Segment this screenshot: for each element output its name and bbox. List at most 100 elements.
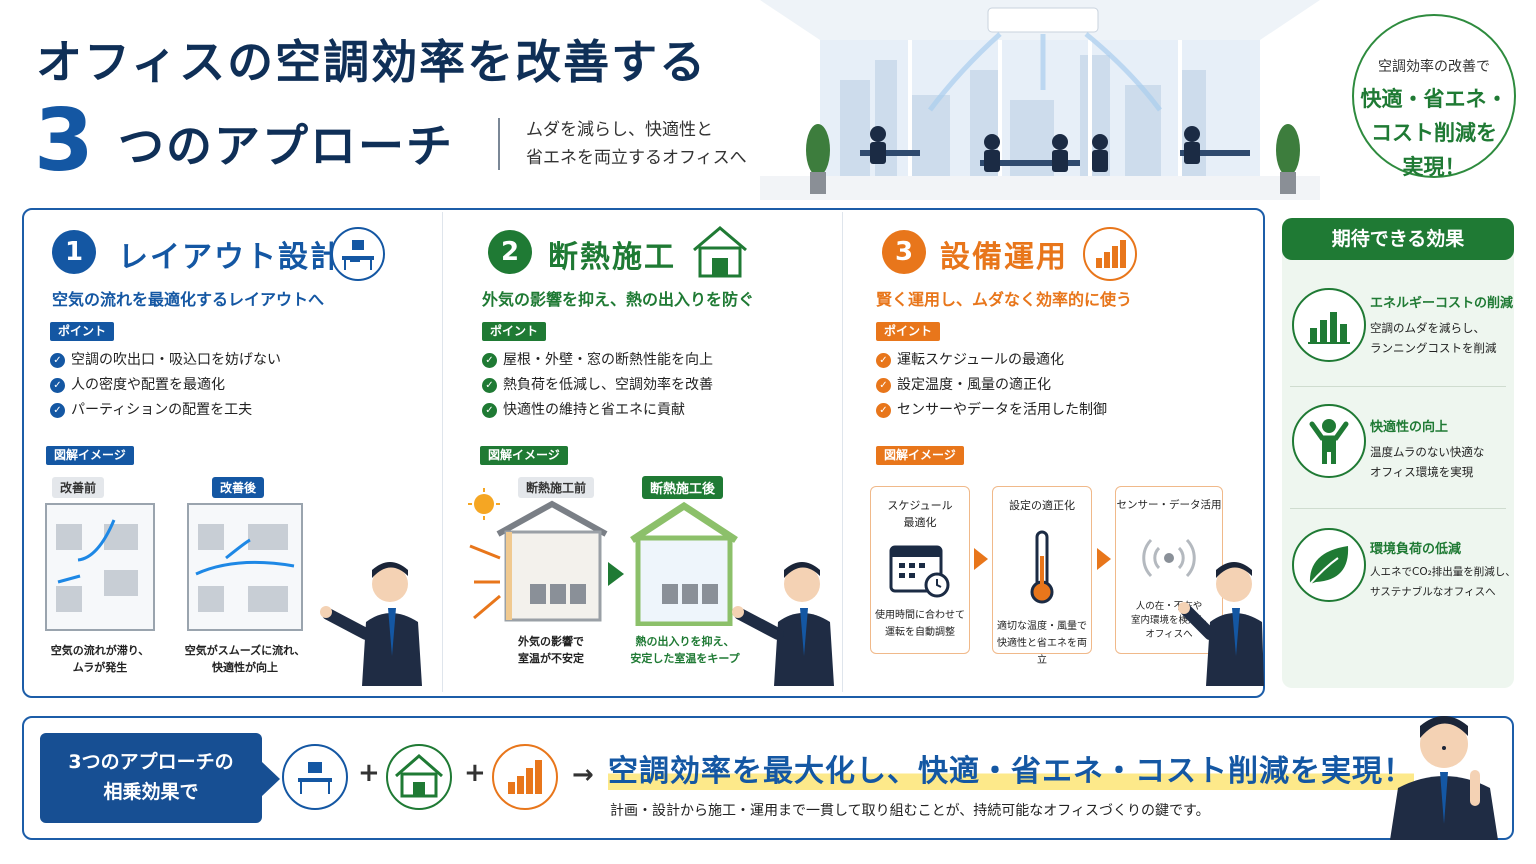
card-desc: 適切な温度・風量で快適性と省エネを両立	[997, 621, 1087, 666]
desk-icon	[282, 744, 348, 810]
flow-arrow	[974, 548, 988, 570]
badge-line3: 実現！	[1402, 155, 1466, 179]
section3-number: 3	[882, 230, 926, 274]
before-label: 断熱施工前	[518, 477, 595, 498]
section2-title: 断熱施工	[548, 240, 676, 275]
section2-diagram-tag: 図解イメージ	[480, 446, 568, 465]
layout-before-diagram	[44, 502, 156, 632]
badge-lead: 空調効率の改善で	[1378, 59, 1490, 75]
section3-point: ✓センサーやデータを活用した制御	[876, 399, 1107, 421]
page-title-line1: オフィスの空調効率を改善する	[36, 35, 708, 89]
bar-chart-icon	[1292, 288, 1366, 362]
section1-subtitle: 空気の流れを最適化するレイアウトへ	[52, 290, 325, 309]
section2-point: ✓屋根・外壁・窓の断熱性能を向上	[482, 349, 713, 371]
house-before-diagram	[464, 486, 614, 626]
section3-title: 設備運用	[940, 240, 1068, 275]
badge-line1: 快適・省エネ・	[1360, 87, 1508, 111]
check-icon: ✓	[876, 403, 891, 418]
desk-icon	[330, 226, 386, 282]
section2-point: ✓熱負荷を低減し、空調効率を改善	[482, 374, 713, 396]
section3-point-tag: ポイント	[876, 322, 941, 341]
effect-divider	[1290, 508, 1506, 509]
section1-number: 1	[52, 230, 96, 274]
card-desc: 使用時間に合わせて運転を自動調整	[875, 610, 965, 638]
page-title-number: 3	[34, 91, 94, 191]
effect-title: 快適性の向上	[1370, 420, 1449, 435]
effect-desc: 空調のムダを減らし、ランニングコストを削減	[1370, 321, 1497, 355]
house-insulation-icon	[386, 744, 452, 810]
section3-point: ✓設定温度・風量の適正化	[876, 374, 1051, 396]
check-icon: ✓	[482, 403, 497, 418]
column-divider	[842, 212, 843, 692]
result-arrow: →	[572, 760, 594, 790]
bar-chart-icon	[1082, 226, 1138, 282]
page-title-line2: つのアプローチ	[118, 119, 454, 173]
after-label: 断熱施工後	[642, 476, 724, 499]
plus-sign: +	[358, 758, 380, 788]
subtitle-line2: 省エネを両立するオフィスへ	[526, 148, 747, 168]
bar-chart-icon	[492, 744, 558, 810]
check-icon: ✓	[50, 403, 65, 418]
effect-divider	[1290, 386, 1506, 387]
title-divider	[498, 118, 500, 170]
section3-diagram-tag: 図解イメージ	[876, 446, 964, 465]
calendar-icon	[887, 539, 953, 599]
check-icon: ✓	[482, 378, 497, 393]
sensor-card: センサー・データ活用 人の在・不在や室内環境を検知しオフィスへ	[1115, 486, 1223, 654]
section1-point: ✓パーティションの配置を工夫	[50, 399, 252, 421]
after-label: 改善後	[212, 477, 265, 498]
after-caption: 熱の出入りを抑え、安定した室温をキープ	[630, 635, 740, 665]
section2-point: ✓快適性の維持と省エネに貢献	[482, 399, 685, 421]
before-label: 改善前	[52, 477, 105, 498]
check-icon: ✓	[876, 378, 891, 393]
summary-badge: 空調効率の改善で 快適・省エネ・ コスト削減を 実現！	[1352, 14, 1516, 179]
effect-title: エネルギーコストの削減	[1370, 296, 1514, 311]
setting-card: 設定の適正化 適切な温度・風量で快適性と省エネを両立	[992, 486, 1092, 666]
card-desc: 人の在・不在や室内環境を検知しオフィスへ	[1130, 601, 1207, 640]
plus-sign: +	[464, 758, 486, 788]
effect-desc: 温度ムラのない快適なオフィス環境を実現	[1370, 445, 1485, 479]
card-title: 設定の適正化	[1009, 499, 1075, 512]
section3-point: ✓運転スケジュールの最適化	[876, 349, 1064, 371]
person-cheer-icon	[1292, 404, 1366, 478]
before-caption: 外気の影響で室温が不安定	[518, 635, 584, 665]
card-title: スケジュール最適化	[887, 499, 953, 529]
schedule-card: スケジュール最適化 使用時間に合わせて運転を自動調整	[870, 486, 970, 654]
conclusion-headline: 空調効率を最大化し、快適・省エネ・コスト削減を実現！	[608, 746, 1414, 790]
synergy-label: 3つのアプローチの 相乗効果で	[40, 733, 262, 823]
section1-diagram-tag: 図解イメージ	[46, 446, 134, 465]
column-divider	[442, 212, 443, 692]
effect-title: 環境負荷の低減	[1370, 542, 1462, 557]
card-title: センサー・データ活用	[1116, 499, 1222, 511]
check-icon: ✓	[50, 353, 65, 368]
conclusion-tagline: 計画・設計から施工・運用まで一貫して取り組むことが、持続可能なオフィスづくりの鍵…	[610, 803, 1210, 819]
flow-arrow	[1097, 548, 1111, 570]
transition-arrow	[608, 562, 624, 586]
section3-subtitle: 賢く運用し、ムダなく効率的に使う	[876, 290, 1133, 309]
section1-title: レイアウト設計	[118, 240, 342, 275]
after-caption: 空気がスムーズに流れ、快適性が向上	[184, 644, 306, 674]
section2-point-tag: ポイント	[482, 322, 547, 341]
presenter-illustration	[318, 544, 428, 686]
check-icon: ✓	[876, 353, 891, 368]
badge-line2: コスト削減を	[1371, 121, 1497, 145]
layout-after-diagram	[186, 502, 304, 632]
thermometer-icon	[1027, 530, 1057, 604]
presenter-illustration	[1384, 704, 1504, 840]
presenter-illustration	[730, 544, 840, 686]
section1-point-tag: ポイント	[50, 322, 115, 341]
section1-point: ✓空調の吹出口・吸込口を妨げない	[50, 349, 281, 371]
office-illustration	[760, 0, 1320, 200]
synergy-arrow	[262, 762, 280, 796]
subtitle-line1: ムダを減らし、快適性と	[526, 120, 713, 140]
house-after-diagram	[628, 500, 740, 626]
check-icon: ✓	[482, 353, 497, 368]
check-icon: ✓	[50, 378, 65, 393]
section1-point: ✓人の密度や配置を最適化	[50, 374, 225, 396]
effect-desc: 人エネでCO₂排出量を削減し、サステナブルなオフィスへ	[1370, 566, 1516, 598]
section2-number: 2	[488, 230, 532, 274]
house-insulation-icon	[690, 224, 750, 280]
effects-heading: 期待できる効果	[1282, 218, 1514, 260]
presenter-illustration	[1176, 544, 1266, 686]
section2-subtitle: 外気の影響を抑え、熱の出入りを防ぐ	[482, 290, 755, 309]
